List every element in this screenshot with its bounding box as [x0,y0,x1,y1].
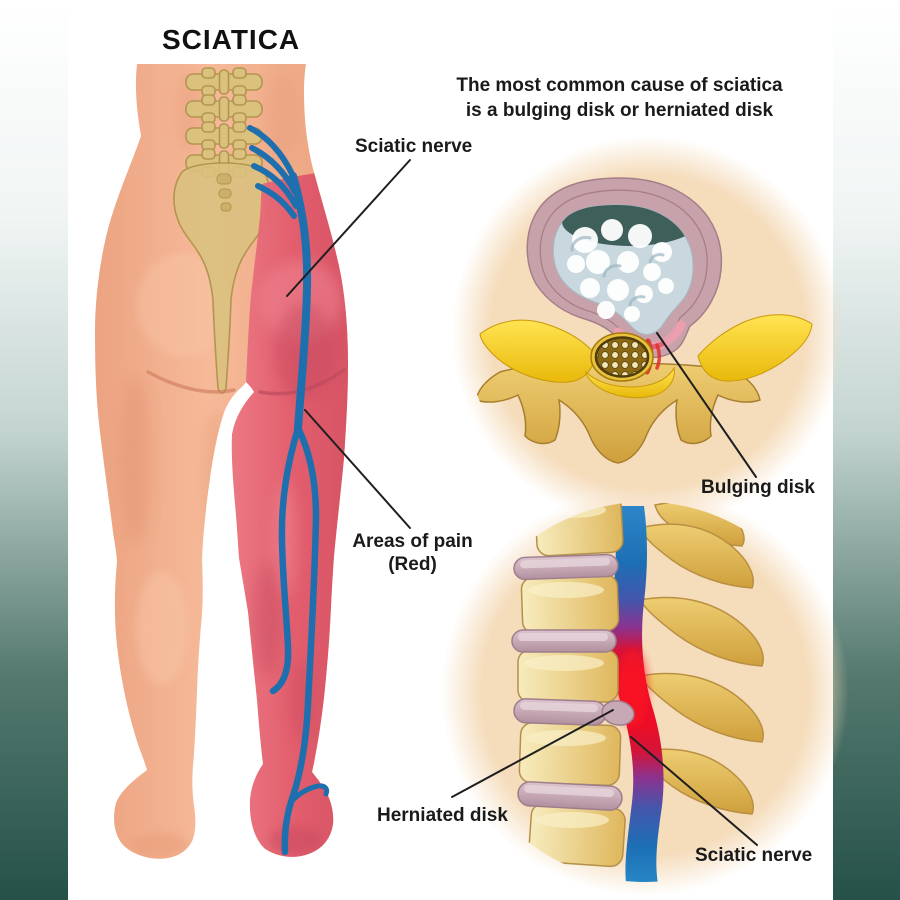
right-gradient-strip [833,0,900,900]
vertebra [185,94,263,124]
herniation-nub [601,700,635,726]
sciatic-nerve [247,125,330,856]
disk-highlights [518,557,614,798]
vertebra [185,121,263,151]
line-areas-of-pain [304,409,411,529]
nerve-pinch-red [655,343,661,370]
sciatic-nerve-label-top: Sciatic nerve [355,136,473,157]
bubble-shadows [570,236,665,307]
caption-line-2: is a bulging disk or herniated disk [465,100,774,121]
nerve-root [247,125,296,179]
nerve-root [255,183,297,219]
page-title: SCIATICA [162,24,301,55]
nerve-trunk [289,172,312,432]
line-bulging-disk [656,332,757,478]
herniated-disk-inset [441,488,849,896]
vertebra-bone [475,362,761,464]
areas-of-pain-label: Areas of pain (Red) [340,530,485,576]
sciatic-nerve-label-bottom: Sciatic nerve [695,845,813,866]
left-buttock-crease [146,370,236,394]
left-gradient-strip [0,0,68,900]
line-sciatic-nerve-bottom [630,736,758,846]
areas-of-pain-line-1: Areas of pain [352,531,473,552]
nerve-root [251,163,299,209]
line-herniated-disk [451,709,614,798]
bulging-disk-label: Bulging disk [701,477,815,498]
nerve-branch-foot [288,783,330,805]
skin-shading [119,70,298,857]
nerve-branch-medial [269,424,302,695]
areas-of-pain-line-2: (Red) [388,554,437,575]
vertebra [185,67,263,97]
caption-line-1: The most common cause of sciatica [456,75,783,96]
herniated-disk-label: Herniated disk [377,805,508,826]
body-figure [95,64,348,859]
nucleus-bubbles [567,219,674,322]
caption-text: The most common cause of sciatica is a b… [447,73,792,123]
ligament-yellow [479,314,813,399]
sacral-crest [216,173,232,212]
line-sciatic-nerve-top [286,159,411,297]
spinal-cord-dots [594,336,650,378]
bulging-disk-inset [452,136,844,528]
label-pointer-lines [286,159,758,846]
